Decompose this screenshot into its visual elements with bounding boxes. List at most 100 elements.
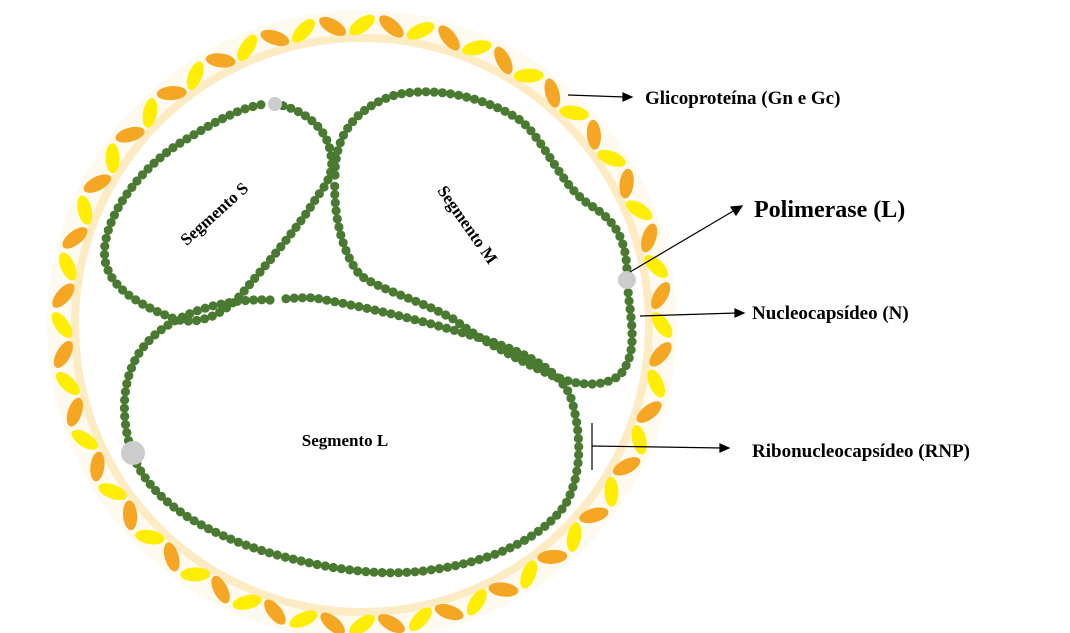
nucleocapsid-bead bbox=[394, 311, 403, 320]
nucleocapsid-bead bbox=[402, 313, 411, 322]
nucleocapsid-bead bbox=[386, 568, 395, 577]
polymerase-dot-m bbox=[618, 271, 636, 289]
nucleocapsid-bead bbox=[297, 556, 306, 565]
nucleocapsid-bead bbox=[233, 297, 242, 306]
nucleocapsid-bead bbox=[386, 309, 395, 318]
nucleocapsid-bead bbox=[298, 293, 307, 302]
nucleocapsid-bead bbox=[305, 558, 314, 567]
nucleocapsid-bead bbox=[466, 330, 475, 339]
nucleocapsid-bead bbox=[331, 198, 340, 207]
nucleocapsid-bead bbox=[333, 214, 342, 223]
nucleocapsid-bead bbox=[265, 295, 274, 304]
polymerase-arrowhead bbox=[731, 206, 742, 215]
nucleocapsid-bead bbox=[121, 420, 130, 429]
nucleocapsid-bead bbox=[572, 418, 581, 427]
nucleocapsid-bead bbox=[102, 234, 111, 243]
nucleocapsid-bead bbox=[413, 87, 422, 96]
nucleocapsid-bead bbox=[314, 294, 323, 303]
nucleocapsid-bead bbox=[249, 295, 258, 304]
nucleocapsid-bead bbox=[579, 379, 588, 388]
nucleocapsid-bead bbox=[421, 87, 430, 96]
nucleocapsid-bead bbox=[330, 170, 339, 179]
nucleocapsid-bead bbox=[467, 557, 476, 566]
nucleocapsid-bead bbox=[442, 324, 451, 333]
nucleocapsid-bead bbox=[426, 319, 435, 328]
nucleocapsid-bead bbox=[402, 568, 411, 577]
nucleocapsid-bead bbox=[626, 305, 635, 314]
nucleocapsid-bead bbox=[588, 379, 597, 388]
nucleocapsid-bead bbox=[336, 230, 345, 239]
nucleocapsid-bead bbox=[627, 345, 636, 354]
nucleocapsid-bead bbox=[334, 222, 343, 231]
nucleocapsid-bead bbox=[627, 321, 636, 330]
polymerase-label: Polimerase (L) bbox=[754, 197, 905, 223]
nucleocapsid-bead bbox=[120, 412, 129, 421]
nucleocapsid-bead bbox=[281, 294, 290, 303]
nucleocapsid-bead bbox=[418, 317, 427, 326]
nucleocapsid-bead bbox=[427, 565, 436, 574]
nucleocapsid-bead bbox=[225, 298, 234, 307]
nucleocapsid-bead bbox=[627, 337, 636, 346]
nucleocapsid-bead bbox=[273, 550, 282, 559]
nucleocapsid-bead bbox=[120, 404, 129, 413]
nucleocapsid-bead bbox=[322, 296, 331, 305]
nucleocapsid-bead bbox=[378, 307, 387, 316]
nucleocapsid-bead bbox=[438, 88, 447, 97]
nucleocapsid-bead bbox=[332, 154, 341, 163]
nucleocapsid-bead bbox=[574, 442, 583, 451]
nucleocapsid-bead bbox=[201, 304, 210, 313]
nucleocapsid-bead bbox=[101, 258, 110, 267]
glycoprotein-arrowhead bbox=[623, 93, 632, 101]
nucleocapsid-bead bbox=[127, 363, 136, 372]
nucleocapsid-bead bbox=[354, 302, 363, 311]
nucleocapsid-bead bbox=[624, 288, 633, 297]
nucleocapsid-bead bbox=[325, 143, 334, 152]
nucleocapsid-bead bbox=[200, 314, 209, 323]
nucleocapsid-bead bbox=[265, 548, 274, 557]
nucleocapsid-arrowhead bbox=[735, 309, 744, 317]
nucleocapsid-bead bbox=[446, 89, 455, 98]
nucleocapsid-bead bbox=[622, 256, 631, 265]
nucleocapsid-bead bbox=[122, 379, 131, 388]
viral-envelope bbox=[47, 10, 677, 633]
nucleocapsid-bead bbox=[330, 182, 339, 191]
nucleocapsid-bead bbox=[333, 146, 342, 155]
segment-l-label: Segmento L bbox=[302, 431, 388, 450]
nucleocapsid-bead bbox=[571, 378, 580, 387]
nucleocapsid-bead bbox=[122, 428, 131, 437]
nucleocapsid-bead bbox=[104, 266, 113, 275]
nucleocapsid-bead bbox=[100, 250, 109, 259]
glycoprotein-label: Glicoproteína (Gn e Gc) bbox=[645, 88, 840, 109]
nucleocapsid-bead bbox=[462, 93, 471, 102]
nucleocapsid-bead bbox=[475, 555, 484, 564]
nucleocapsid-bead bbox=[483, 552, 492, 561]
ribonucleocapsid-arrowhead bbox=[720, 444, 729, 452]
nucleocapsid-bead bbox=[332, 206, 341, 215]
nucleocapsid-bead bbox=[434, 321, 443, 330]
nucleocapsid-bead bbox=[430, 88, 439, 97]
nucleocapsid-bead bbox=[353, 566, 362, 575]
nucleocapsid-bead bbox=[573, 458, 582, 467]
nucleocapsid-bead bbox=[330, 190, 339, 199]
nucleocapsid-bead bbox=[124, 371, 133, 380]
nucleocapsid-bead bbox=[568, 483, 577, 492]
nucleocapsid-bead bbox=[241, 104, 250, 113]
nucleocapsid-bead bbox=[249, 543, 258, 552]
nucleocapsid-bead bbox=[209, 301, 218, 310]
nucleocapsid-bead bbox=[370, 306, 379, 315]
ribonucleocapsid-label: Ribonucleocapsídeo (RNP) bbox=[752, 441, 970, 462]
nucleocapsid-bead bbox=[470, 95, 479, 104]
nucleocapsid-bead bbox=[257, 546, 266, 555]
polymerase-dot-l bbox=[121, 441, 145, 465]
nucleocapsid-bead bbox=[574, 450, 583, 459]
nucleocapsid-bead bbox=[489, 338, 498, 347]
callout-labels: Glicoproteína (Gn e Gc) Polimerase (L) N… bbox=[645, 88, 970, 462]
nucleocapsid-bead bbox=[443, 563, 452, 572]
nucleocapsid-bead bbox=[410, 567, 419, 576]
nucleocapsid-bead bbox=[378, 568, 387, 577]
nucleocapsid-bead bbox=[331, 162, 340, 171]
polymerase-dot-s bbox=[268, 97, 282, 111]
nucleocapsid-bead bbox=[257, 295, 266, 304]
nucleocapsid-bead bbox=[241, 296, 250, 305]
nucleocapsid-bead bbox=[451, 561, 460, 570]
